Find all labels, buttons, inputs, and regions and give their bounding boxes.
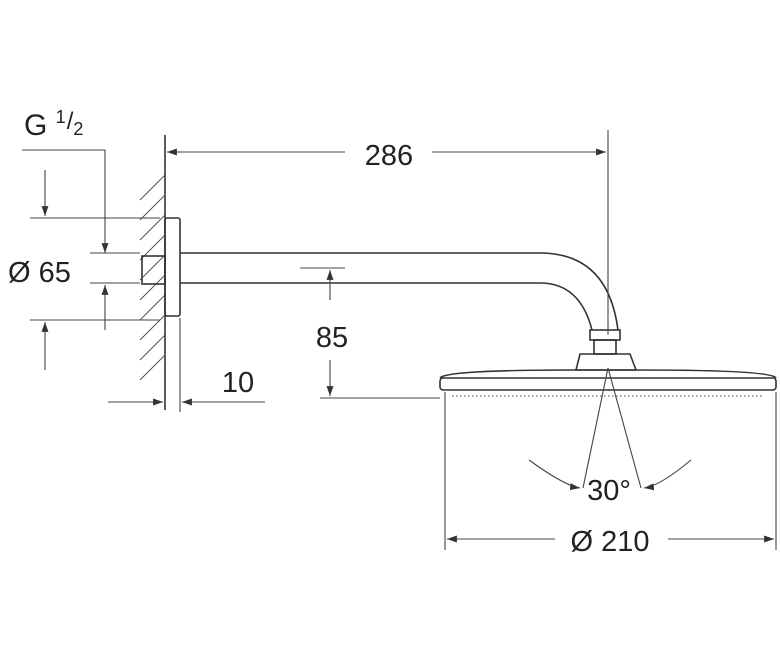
wall-flange [141,217,181,317]
spray-cone [528,367,692,491]
arm-length-dimension: 286 [167,130,609,335]
wall-offset-label: 10 [222,367,254,399]
flange-diameter-dimension: Ø 65 [8,252,160,370]
head-diameter-label: Ø 210 [571,526,650,558]
ball-joint [574,329,638,371]
spray-angle-label: 30° [587,475,631,507]
drop-height-label: 85 [316,322,348,354]
thread-size-label: G 1/2 [24,107,83,142]
wall [139,135,166,410]
shower-head [439,369,777,397]
wall-offset-dimension: 10 [108,318,265,412]
thread-dimension: G 1/2 [22,107,160,330]
wall-hatching [139,174,166,381]
arm-length-label: 286 [365,140,413,172]
flange-diameter-label: Ø 65 [8,257,71,289]
drop-height-dimension: 85 [300,267,440,399]
head-diameter-dimension: Ø 210 [444,392,777,558]
shower-arm [180,252,619,331]
